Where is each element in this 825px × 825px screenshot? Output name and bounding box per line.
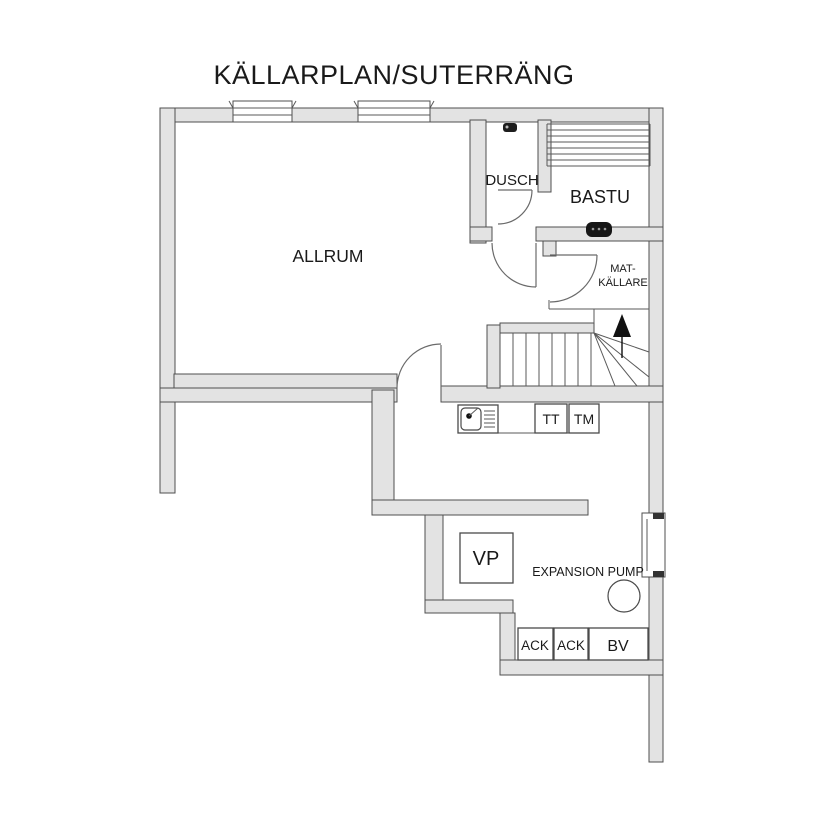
wall-dusch-bastu-partition — [537, 119, 552, 193]
wall-boiler-step-h1 — [424, 599, 514, 614]
walls — [159, 107, 664, 763]
washer-label: TM — [574, 411, 594, 427]
shower-icon — [503, 123, 517, 132]
wall-left — [159, 107, 176, 494]
wall-boiler-step-v1 — [424, 514, 444, 614]
stair-direction-arrow-icon — [613, 314, 631, 358]
ack-tank-left-label: ACK — [521, 638, 549, 653]
room-label-allrum: ALLRUM — [293, 246, 364, 266]
ack-tank-right-box — [553, 627, 589, 661]
laundry-counter: TT TM — [457, 403, 600, 434]
room-label-dusch: DUSCH — [485, 172, 538, 189]
washer-box — [568, 403, 600, 434]
wall-hall-south-left — [469, 226, 493, 242]
wall-laundry-west — [371, 389, 395, 516]
wall-laundry-south — [371, 499, 589, 516]
wall-boiler-bottom — [499, 659, 664, 676]
sauna-heater-icon — [586, 222, 612, 237]
dryer-label: TT — [542, 411, 560, 427]
page-title: KÄLLARPLAN/SUTERRÄNG — [213, 60, 574, 90]
room-label-bastu: BASTU — [570, 187, 630, 207]
heat-pump-box — [459, 532, 514, 584]
wall-right — [648, 107, 664, 763]
pump-circle-icon — [607, 579, 641, 613]
sauna-benches — [546, 123, 651, 167]
wall-stair-stringer — [499, 322, 595, 334]
wall-lower-left — [159, 387, 398, 403]
wall-allrum-bottom — [173, 373, 398, 389]
wall-stair-west-piece — [486, 324, 501, 389]
boiler-room-equipment: VP EXPANSION PUMP ACK ACK BV — [459, 532, 649, 661]
door-stairhall — [491, 242, 537, 288]
wall-dusch-west — [469, 119, 487, 244]
ack-tank-left-box — [517, 627, 554, 661]
dryer-box — [534, 403, 568, 434]
wall-matkallare-west-stub — [542, 240, 557, 257]
door-matkallare — [549, 254, 598, 303]
window-icon-top-1 — [228, 100, 297, 123]
sink-icon — [457, 404, 499, 434]
staircase — [512, 300, 650, 387]
window-icon-top-2 — [353, 100, 435, 123]
bv-label: BV — [607, 638, 629, 655]
door-allrum — [396, 343, 442, 389]
bv-box — [588, 627, 649, 661]
ack-tank-right-label: ACK — [557, 638, 585, 653]
door-dusch — [497, 189, 533, 225]
wall-stairhall-bottom — [440, 385, 664, 403]
room-label-matkallare-2: KÄLLARE — [598, 277, 648, 289]
expansion-pump-label: EXPANSION PUMP — [532, 565, 644, 579]
window-icon-right — [641, 512, 666, 578]
heat-pump-label: VP — [473, 548, 500, 570]
room-label-matkallare-1: MAT- — [610, 263, 636, 275]
